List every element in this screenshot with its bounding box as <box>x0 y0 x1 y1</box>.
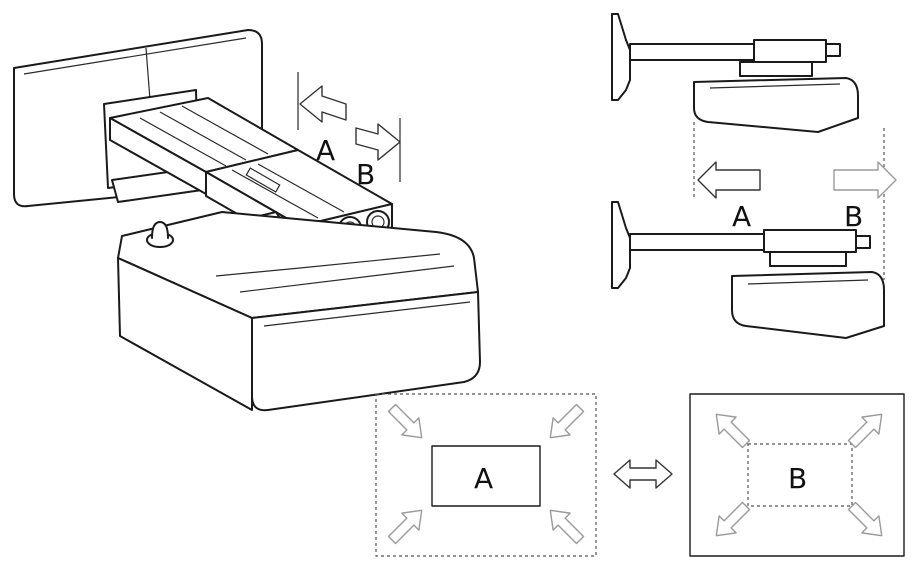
arrow-a-left-icon <box>299 85 347 123</box>
arm-slide-indicator: A B <box>297 72 401 191</box>
side-view-extended <box>611 201 885 339</box>
label-box-b: B <box>788 462 807 495</box>
side-arrow-a-left-icon <box>697 161 761 199</box>
image-size-panel-a: A <box>375 393 597 557</box>
label-side-b: B <box>844 200 863 233</box>
label-side-a: A <box>732 200 751 233</box>
side-view-retracted <box>611 13 859 133</box>
side-arrow-b-right-icon <box>833 161 897 199</box>
image-size-panel-b: B <box>689 393 905 557</box>
label-main-a: A <box>316 134 335 167</box>
projector-mount-illustration <box>13 29 481 412</box>
label-box-a: A <box>474 462 493 495</box>
arrow-b-right-icon <box>355 123 401 161</box>
label-main-b: B <box>356 158 375 191</box>
double-arrow-icon <box>613 459 673 489</box>
side-arrows: A B <box>697 161 897 233</box>
